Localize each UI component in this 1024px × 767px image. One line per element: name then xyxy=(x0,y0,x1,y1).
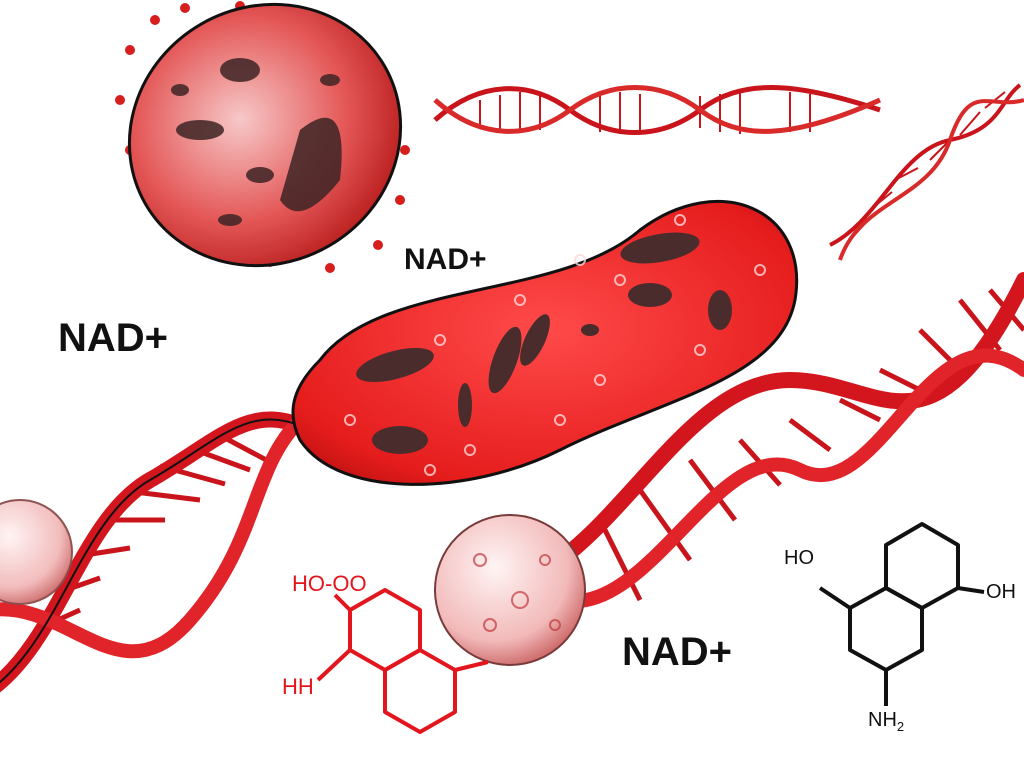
dna-strand-top xyxy=(433,85,882,135)
amine-subscript: 2 xyxy=(896,719,905,734)
black-molecule xyxy=(818,522,985,706)
mitochondrion xyxy=(291,199,799,486)
red-molecule xyxy=(316,588,489,734)
dna-strand-upper-right xyxy=(829,83,1024,261)
dna-helix-left xyxy=(0,411,318,693)
black-molecule-right-label: OH xyxy=(986,581,1016,603)
black-molecule-left-label: HO xyxy=(784,547,814,569)
cell-sphere-centre xyxy=(434,514,586,666)
cell-sphere-left xyxy=(0,499,73,605)
nad-label-left: NAD+ xyxy=(58,316,169,360)
black-molecule-amine-label: NH2 xyxy=(868,710,904,733)
nad-label-right: NAD+ xyxy=(622,630,733,674)
red-molecule-bottom-label: HH xyxy=(282,674,314,699)
nad-label-top: NAD+ xyxy=(404,243,487,276)
virus-particle xyxy=(115,1,410,273)
red-molecule-top-label: HO-OO xyxy=(292,571,367,596)
dna-helix-right xyxy=(552,272,1024,609)
amine-main-text: NH xyxy=(868,709,897,731)
